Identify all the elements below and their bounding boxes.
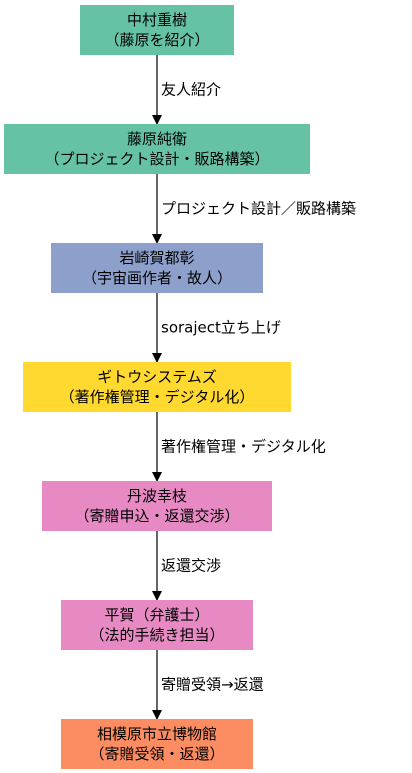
node-subtitle-tanba: （寄贈申込・返還交渉） (74, 507, 239, 525)
edge-label-gitou-tanba: 著作権管理・デジタル化 (161, 438, 326, 456)
node-box-nakamura (80, 5, 234, 55)
node-sagamihara: 相模原市立博物館 （寄贈受領・返還） (61, 719, 253, 769)
node-subtitle-nakamura: （藤原を紹介） (104, 31, 209, 49)
edge-label-hiraga-sagamihara: 寄贈受領→返還 (161, 676, 264, 694)
node-subtitle-iwasaki: （宇宙画作者・故人） (82, 269, 232, 287)
node-box-sagamihara (61, 719, 253, 769)
node-title-nakamura: 中村重樹 (127, 11, 187, 29)
node-fujiwara: 藤原純衛 （プロジェクト設計・販路構築） (4, 124, 310, 174)
edge-label-tanba-hiraga: 返還交渉 (161, 557, 221, 575)
node-title-iwasaki: 岩崎賀都彰 (119, 249, 194, 267)
node-title-tanba: 丹波幸枝 (127, 487, 187, 505)
node-title-hiraga: 平賀（弁護士） (104, 606, 209, 624)
node-subtitle-gitou: （著作権管理・デジタル化） (60, 388, 255, 406)
nodes-layer: 中村重樹 （藤原を紹介） 藤原純衛 （プロジェクト設計・販路構築） 岩崎賀都彰 （宇宙画作… (4, 5, 310, 769)
node-box-hiraga (61, 600, 253, 650)
node-box-gitou (23, 362, 291, 412)
node-title-fujiwara: 藤原純衛 (127, 130, 187, 148)
edge-label-iwasaki-gitou: soraject立ち上げ (161, 319, 281, 337)
node-box-iwasaki (51, 243, 263, 293)
node-box-fujiwara (4, 124, 310, 174)
node-title-sagamihara: 相模原市立博物館 (97, 725, 217, 743)
node-title-gitou: ギトウシステムズ (97, 368, 217, 386)
node-iwasaki: 岩崎賀都彰 （宇宙画作者・故人） (51, 243, 263, 293)
edge-label-nakamura-fujiwara: 友人紹介 (161, 81, 221, 99)
node-subtitle-sagamihara: （寄贈受領・返還） (89, 745, 224, 763)
node-gitou: ギトウシステムズ （著作権管理・デジタル化） (23, 362, 291, 412)
node-box-tanba (42, 481, 272, 531)
node-nakamura: 中村重樹 （藤原を紹介） (80, 5, 234, 55)
node-tanba: 丹波幸枝 （寄贈申込・返還交渉） (42, 481, 272, 531)
node-subtitle-hiraga: （法的手続き担当） (89, 626, 224, 644)
node-subtitle-fujiwara: （プロジェクト設計・販路構築） (44, 150, 269, 168)
node-hiraga: 平賀（弁護士） （法的手続き担当） (61, 600, 253, 650)
edge-label-fujiwara-iwasaki: プロジェクト設計／販路構築 (161, 200, 356, 218)
